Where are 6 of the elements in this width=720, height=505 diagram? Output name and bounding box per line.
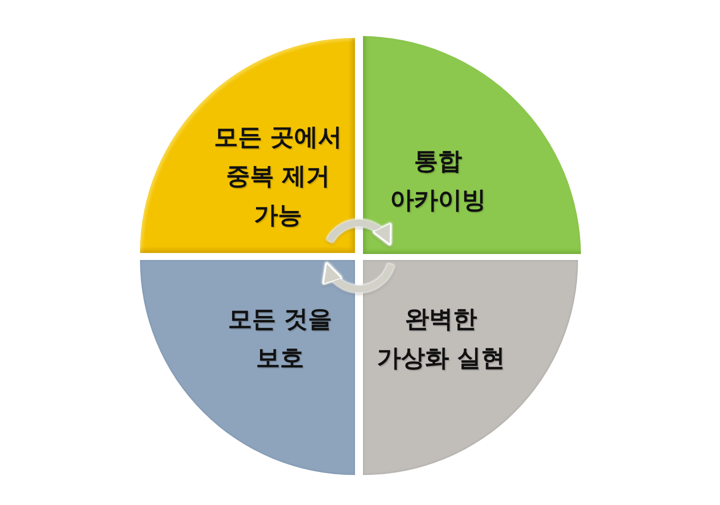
quadrant-label: 통합 아카이빙 xyxy=(389,146,487,216)
quadrant-label: 모든 곳에서 중복 제거 가능 xyxy=(212,122,344,231)
cycle-arrow xyxy=(326,219,392,246)
cycle-arrow xyxy=(323,262,394,292)
quadrant-label: 완벽한 가상화 실현 xyxy=(376,304,506,374)
quadrant-label: 모든 것을 보호 xyxy=(226,304,334,374)
